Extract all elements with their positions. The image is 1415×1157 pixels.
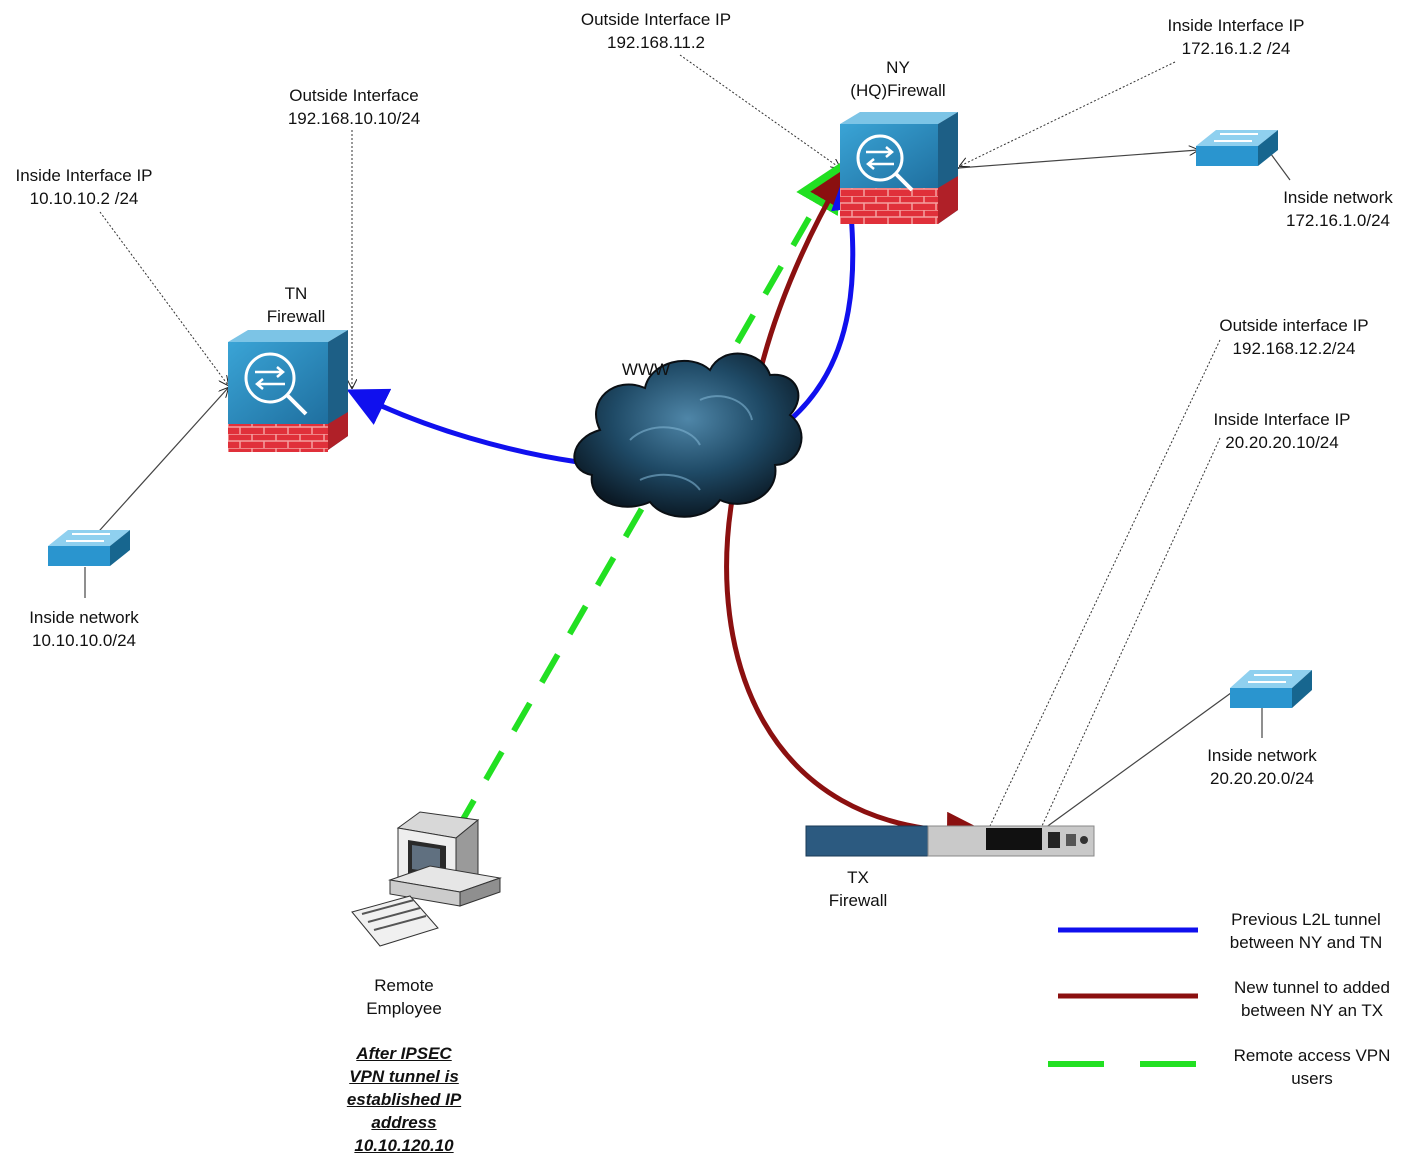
remote-employee-label-line2: Employee [366, 999, 442, 1018]
legend-previous-line2: between NY and TN [1229, 933, 1383, 952]
tn-network-line1: Inside network [29, 608, 139, 627]
ny-inside-line2: 172.16.1.2 /24 [1181, 39, 1291, 58]
internet-cloud-icon [573, 352, 803, 518]
note-line5: 10.10.120.10 [354, 1136, 454, 1155]
note-line1: After IPSEC [356, 1044, 452, 1063]
tn-inside-line1: Inside Interface IP [15, 166, 153, 185]
tx-network-line1: Inside network [1207, 746, 1317, 765]
ny-network-line1: Inside network [1283, 188, 1393, 207]
legend-new-line1: New tunnel to added [1234, 978, 1390, 997]
tn-switch-icon [48, 530, 130, 566]
ny-inside-network-label: Inside network 172.16.1.0/24 [1283, 186, 1393, 232]
link-tx-switch [1044, 689, 1236, 829]
link-ny-switch [958, 150, 1198, 168]
leader-tn-inside [99, 211, 228, 385]
tx-inside-interface-label: Inside Interface IP 20.20.20.10/24 [1213, 408, 1350, 454]
ny-firewall-label: NY (HQ)Firewall [850, 56, 945, 102]
ny-outside-line2: 192.168.11.2 [607, 33, 705, 52]
ny-tx-tunnel-lower [724, 499, 987, 852]
link-tn-switch [81, 388, 228, 551]
remote-vpn-tunnel [455, 162, 841, 830]
tx-outside-line1: Outside interface IP [1219, 316, 1369, 335]
tx-inside-network-label: Inside network 20.20.20.0/24 [1207, 744, 1317, 790]
ny-network-line2: 172.16.1.0/24 [1286, 211, 1390, 230]
tn-firewall-icon [228, 330, 348, 452]
ipsec-address-note: After IPSEC VPN tunnel is established IP… [347, 1042, 461, 1157]
tx-network-line2: 20.20.20.0/24 [1210, 769, 1314, 788]
note-line4: address [371, 1113, 437, 1132]
ny-outside-interface-label: Outside Interface IP 192.168.11.2 [581, 8, 731, 54]
leader-lines [99, 54, 1221, 827]
tn-firewall-label-line1: TN [284, 284, 308, 303]
tn-outside-interface-label: Outside Interface 192.168.10.10/24 [288, 84, 420, 130]
leader-tx-inside [1041, 437, 1221, 827]
ny-inside-line1: Inside Interface IP [1167, 16, 1305, 35]
ny-firewall-icon [840, 112, 958, 224]
legend-remote-line2: users [1291, 1069, 1333, 1088]
tn-outside-line2: 192.168.10.10/24 [287, 109, 421, 128]
ny-tn-tunnel-tn-side [346, 388, 579, 465]
tn-firewall-label-line2: Firewall [266, 307, 326, 326]
legend [1048, 927, 1198, 1067]
tx-firewall-label: TX Firewall [829, 866, 888, 912]
cloud-label-text: WWW [621, 360, 671, 379]
tn-inside-interface-label: Inside Interface IP 10.10.10.2 /24 [15, 164, 152, 210]
legend-remote-text: Remote access VPN users [1234, 1044, 1391, 1090]
legend-new-line2: between NY an TX [1240, 1001, 1384, 1020]
remote-employee-label-line1: Remote [374, 976, 434, 995]
ny-firewall-label-line1: NY [886, 58, 910, 77]
tn-inside-line2: 10.10.10.2 /24 [29, 189, 139, 208]
legend-previous-line1: Previous L2L tunnel [1231, 910, 1381, 929]
leader-ny-outside [679, 54, 840, 168]
note-line2: VPN tunnel is [349, 1067, 459, 1086]
ny-inside-interface-label: Inside Interface IP 172.16.1.2 /24 [1167, 14, 1304, 60]
tn-inside-network-label: Inside network 10.10.10.0/24 [29, 606, 139, 652]
note-line3: established IP [346, 1090, 462, 1109]
tx-outside-line2: 192.168.12.2/24 [1232, 339, 1356, 358]
tx-firewall-label-line1: TX [847, 868, 869, 887]
ny-firewall-label-line2: (HQ)Firewall [850, 81, 946, 100]
tx-inside-line1: Inside Interface IP [1213, 410, 1351, 429]
tx-outside-interface-label: Outside interface IP 192.168.12.2/24 [1219, 314, 1368, 360]
tn-firewall-label: TN Firewall [267, 282, 326, 328]
tx-inside-line2: 20.20.20.10/24 [1225, 433, 1339, 452]
leader-tx-outside [989, 339, 1221, 827]
tn-network-line2: 10.10.10.0/24 [32, 631, 136, 650]
ny-tx-tunnel-upper [757, 167, 848, 373]
tx-switch-icon [1230, 670, 1312, 708]
legend-new-text: New tunnel to added between NY an TX [1234, 976, 1390, 1022]
network-links [81, 150, 1291, 829]
legend-previous-text: Previous L2L tunnel between NY and TN [1230, 908, 1382, 954]
cloud-label: WWW [622, 358, 670, 381]
ny-outside-line1: Outside Interface IP [580, 10, 732, 29]
tx-firewall-label-line2: Firewall [828, 891, 888, 910]
tx-firewall-icon [805, 825, 1095, 857]
legend-remote-line1: Remote access VPN [1233, 1046, 1391, 1065]
remote-computer-icon [351, 811, 502, 947]
ny-switch-icon [1196, 130, 1278, 166]
tn-outside-line1: Outside Interface [289, 86, 419, 105]
remote-employee-label: Remote Employee [366, 974, 442, 1020]
leader-ny-inside [960, 61, 1176, 166]
